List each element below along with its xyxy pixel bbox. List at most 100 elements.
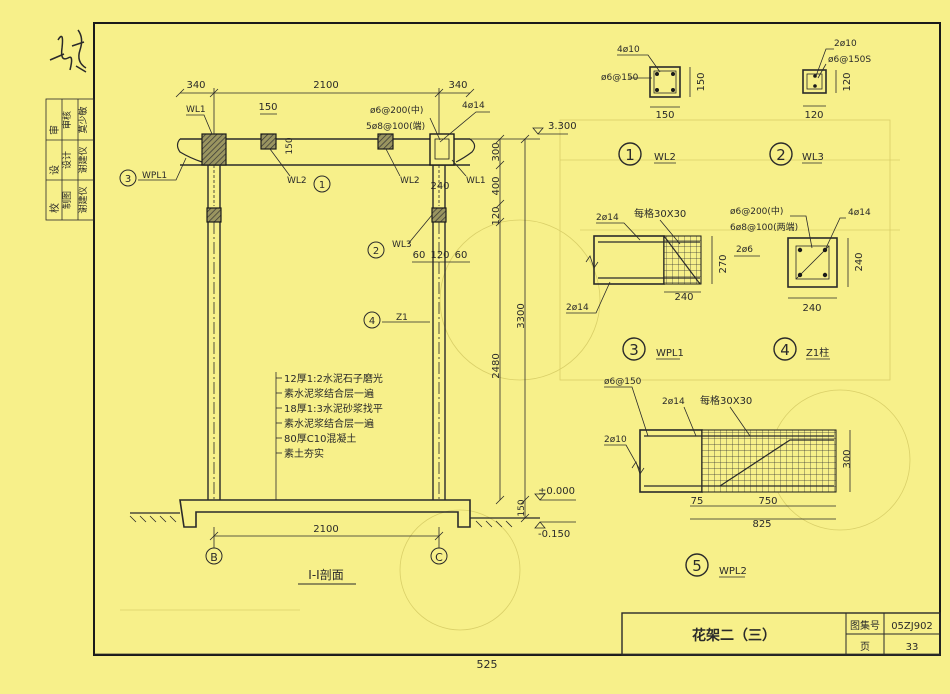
d3-name: WPL1 <box>656 348 684 359</box>
elev-3300: 3.300 <box>548 121 577 132</box>
detail-3-wpl1: 2ø14 每格30X30 2ø6 2ø14 270 240 3 WPL1 <box>566 207 760 361</box>
axis-c-label: C <box>435 551 443 564</box>
d1-name: WL2 <box>654 152 676 163</box>
d3-note-2: 每格30X30 <box>634 207 686 220</box>
d1-dim-width: 150 <box>655 110 674 121</box>
elev-0000: ±0.000 <box>538 486 575 497</box>
wl1-left-section <box>201 133 227 166</box>
d5-dim-height: 300 <box>842 449 853 468</box>
dim-150-vert: 150 <box>285 137 295 154</box>
dim-120: 120 <box>430 250 449 261</box>
detail-5-wpl2: ø6@150 2ø14 每格30X30 2ø10 300 75 750 825 … <box>604 377 853 578</box>
d5-note-4: 2ø10 <box>604 435 627 445</box>
d2-dim-width: 120 <box>804 110 823 121</box>
callout-3-section: 3 <box>125 174 131 185</box>
vdim-3300: 3300 <box>516 303 527 328</box>
d5-note-1: ø6@150 <box>604 377 642 387</box>
note-rebar-end: 5ø8@100(端) <box>366 120 425 132</box>
signature-scribble-1 <box>49 35 73 71</box>
d4-number: 4 <box>780 341 790 359</box>
sig-name-1: 莫少敏 <box>77 106 89 133</box>
atlas-number: 05ZJ902 <box>891 621 933 632</box>
d3-number: 3 <box>629 341 639 359</box>
d2-note-2: ø6@150S <box>828 55 871 65</box>
floor-layer-6: 素土夯实 <box>284 447 324 460</box>
floor-layer-5: 80厚C10混凝土 <box>284 432 356 445</box>
section-view: B C 2100 340 2100 340 150 150 240 60 120… <box>119 80 577 585</box>
label-wl3: WL3 <box>392 240 412 250</box>
outer-frame <box>93 22 941 656</box>
d1-note-1: 4ø10 <box>617 45 640 55</box>
d1-number: 1 <box>625 146 635 164</box>
label-wpl1: WPL1 <box>142 171 167 181</box>
sig-side-3: 设 <box>49 165 61 175</box>
d5-dim-825: 825 <box>752 519 771 530</box>
drawing-title: 花架二（三） <box>692 627 776 644</box>
d1-note-2: ø6@150 <box>601 73 639 83</box>
d3-note-3: 2ø6 <box>736 245 753 255</box>
label-wl2-right: WL2 <box>400 176 420 186</box>
vdim-300: 300 <box>491 142 502 161</box>
axis-b-label: B <box>210 551 218 564</box>
dim-150-wl2: 150 <box>258 102 277 113</box>
dim-top-340-right: 340 <box>448 80 467 91</box>
sig-name-3: 谢建仪 <box>77 186 89 213</box>
label-wl2-left: WL2 <box>287 176 307 186</box>
d4-name: Z1柱 <box>806 346 829 359</box>
d4-note-1: ø6@200(中) <box>730 205 783 217</box>
callout-1-section: 1 <box>319 180 325 191</box>
label-z1: Z1 <box>396 313 408 323</box>
floor-layer-3: 18厚1:3水泥砂浆找平 <box>284 402 383 415</box>
dim-bottom-2100: 2100 <box>313 524 338 535</box>
floor-layer-4: 素水泥浆结合层一遍 <box>284 417 374 430</box>
detail-2-wl3: 2ø10 ø6@150S 120 120 2 WL3 <box>769 39 871 166</box>
d2-dim-height: 120 <box>842 72 853 91</box>
d4-dim-width: 240 <box>802 303 821 314</box>
sig-side-1: 校 <box>48 203 61 213</box>
bleed-through <box>120 119 911 631</box>
d5-note-3: 每格30X30 <box>700 394 752 407</box>
dim-60-a: 60 <box>413 250 426 261</box>
page-label: 页 <box>860 641 870 653</box>
signature-table: 校 审 设 审核 莫少敏 设计 谢建仪 制图 谢建仪 <box>45 29 95 221</box>
wl2-left-section <box>260 133 277 150</box>
label-wl1-left: WL1 <box>186 105 206 115</box>
vdim-400: 400 <box>491 176 502 195</box>
detail-1-wl2: 4ø10 ø6@150 150 150 1 WL2 <box>601 45 707 166</box>
d5-dim-75: 75 <box>691 496 704 507</box>
dim-top-2100: 2100 <box>313 80 338 91</box>
d2-number: 2 <box>776 146 786 164</box>
sig-role-2: 设计 <box>61 151 73 169</box>
d5-note-2: 2ø14 <box>662 397 685 407</box>
label-wl1-right: WL1 <box>466 176 486 186</box>
sig-side-2: 审 <box>48 125 61 135</box>
signature-scribble-2 <box>71 29 87 73</box>
sig-role-3: 制图 <box>61 191 73 209</box>
d4-note-2: 6ø8@100(两端) <box>730 221 798 233</box>
d1-dim-height: 150 <box>696 72 707 91</box>
dim-top-340-left: 340 <box>186 80 205 91</box>
d2-name: WL3 <box>802 152 824 163</box>
vdim-2480: 2480 <box>491 353 502 378</box>
note-rebar-main: 4ø14 <box>462 101 485 111</box>
page-number: 33 <box>906 642 919 653</box>
d3-dim-height: 270 <box>718 254 729 273</box>
d4-dim-height: 240 <box>854 252 865 271</box>
section-caption: I-I剖面 <box>308 568 343 582</box>
elev-0150: -0.150 <box>538 529 570 540</box>
dim-60-b: 60 <box>455 250 468 261</box>
floor-layer-2: 素水泥浆结合层一遍 <box>284 387 374 400</box>
vdim-150-bottom: 150 <box>517 499 527 516</box>
sig-role-1: 审核 <box>61 111 73 129</box>
dim-240-col: 240 <box>430 181 449 192</box>
d4-note-3: 4ø14 <box>848 208 871 218</box>
vdim-120: 120 <box>491 206 502 225</box>
wl2-right-section <box>377 133 394 150</box>
d3-note-4: 2ø14 <box>566 303 589 313</box>
d3-note-1: 2ø14 <box>596 213 619 223</box>
d5-number: 5 <box>692 557 702 575</box>
d5-dim-750: 750 <box>758 496 777 507</box>
d3-dim-width: 240 <box>674 292 693 303</box>
sheet-number: 525 <box>477 658 498 671</box>
